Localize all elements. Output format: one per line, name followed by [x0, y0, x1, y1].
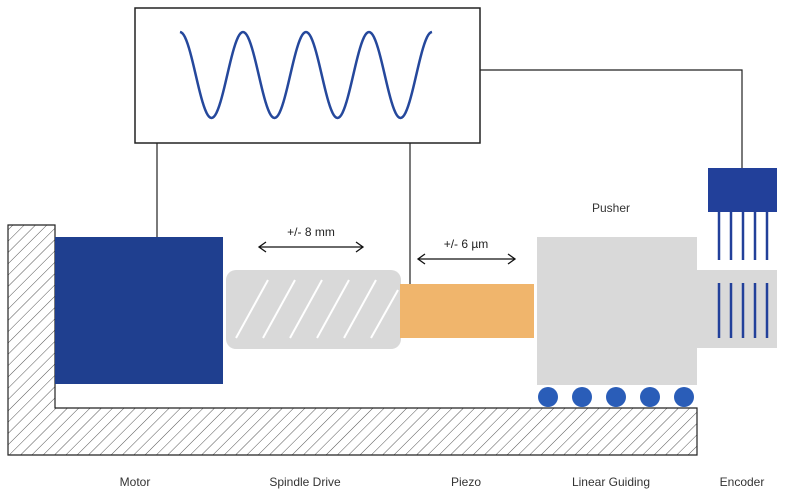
guide-ball [606, 387, 626, 407]
spindle-travel-label: +/- 8 mm [287, 225, 335, 239]
encoder-label: Encoder [719, 475, 765, 489]
spindle-travel-arrow [257, 241, 365, 253]
guide-ball [674, 387, 694, 407]
encoder-pins [717, 212, 769, 260]
pusher [537, 237, 697, 385]
linear-guiding-label: Linear Guiding [571, 475, 651, 489]
base-frame [7, 224, 698, 456]
pusher-rod [697, 270, 777, 348]
guide-ball [640, 387, 660, 407]
guide-ball [572, 387, 592, 407]
piezo-label: Piezo [450, 475, 482, 489]
encoder-wire [480, 69, 743, 168]
motor-label: Motor [119, 475, 151, 489]
sine-wave [179, 30, 433, 120]
motor [55, 237, 223, 384]
piezo [400, 284, 534, 338]
encoder-head [708, 168, 777, 212]
guide-ball [538, 387, 558, 407]
linear-guide-balls [538, 387, 694, 407]
piezo-travel-label: +/- 6 µm [443, 237, 489, 251]
piezo-travel-arrow [416, 253, 517, 265]
spindle-thread [235, 279, 399, 339]
encoder-scale [717, 283, 769, 338]
signal-generator-box [134, 7, 481, 144]
spindle-drive-label: Spindle Drive [269, 475, 341, 489]
pusher-label: Pusher [591, 201, 631, 215]
spindle-drive [226, 270, 401, 349]
